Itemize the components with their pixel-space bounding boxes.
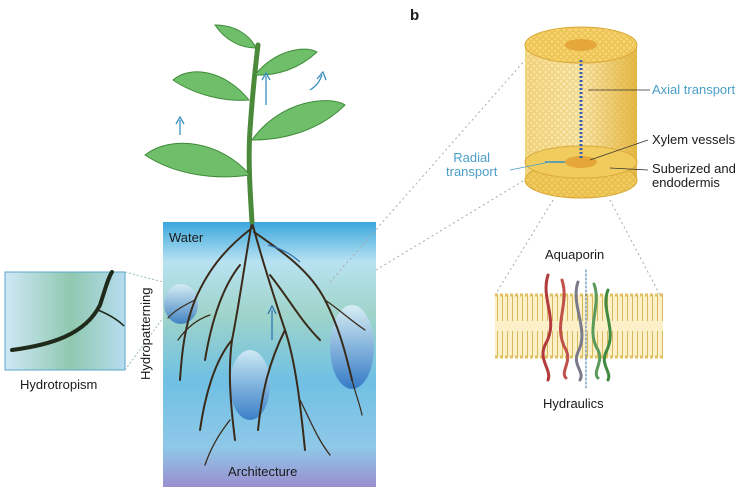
connector-line-lower bbox=[375, 177, 529, 271]
label-xylem-vessels: Xylem vessels bbox=[652, 132, 736, 147]
stem bbox=[246, 42, 261, 225]
inset-root-branch bbox=[97, 309, 125, 327]
leaf-lower-left bbox=[144, 142, 251, 178]
label-hydraulics: Hydraulics bbox=[543, 396, 604, 411]
leader-xylem bbox=[589, 139, 649, 161]
root-system bbox=[167, 221, 366, 466]
leaf-top bbox=[214, 24, 257, 49]
leaf-mid-left bbox=[172, 71, 250, 101]
water-pocket-center bbox=[230, 350, 270, 420]
inset-connector-bottom bbox=[124, 317, 164, 371]
aquaporin-protein bbox=[541, 269, 612, 391]
label-architecture: Architecture bbox=[228, 464, 298, 479]
inset-connector-top bbox=[124, 271, 164, 283]
label-suberized-endodermis: Suberized and endodermis bbox=[652, 161, 736, 191]
label-hydropatterning: Hydropatterning bbox=[138, 287, 153, 381]
label-hydrotropism: Hydrotropism bbox=[20, 377, 98, 392]
leader-suberized bbox=[609, 167, 649, 171]
panel-label: b bbox=[410, 7, 420, 24]
leaves bbox=[144, 24, 346, 178]
connector-membrane-left bbox=[494, 199, 554, 296]
connector-membrane-right bbox=[609, 199, 661, 296]
transpiration-arrows bbox=[175, 70, 327, 135]
label-water: Water bbox=[169, 230, 204, 245]
label-axial-transport: Axial transport bbox=[652, 82, 736, 97]
label-radial-transport: Radial transport bbox=[446, 150, 498, 180]
connector-line-upper bbox=[329, 59, 526, 283]
water-pocket-right bbox=[330, 305, 374, 389]
leader-radial bbox=[509, 161, 551, 171]
leaf-lower-right bbox=[251, 100, 346, 141]
label-aquaporin: Aquaporin bbox=[545, 247, 605, 262]
uptake-arrow-2 bbox=[267, 244, 301, 263]
uptake-arrow-1-head bbox=[267, 304, 277, 315]
cylinder-stele bbox=[565, 39, 597, 51]
leaf-mid-right bbox=[253, 48, 318, 76]
inset-root bbox=[10, 270, 114, 352]
root-cylinder bbox=[524, 26, 638, 199]
